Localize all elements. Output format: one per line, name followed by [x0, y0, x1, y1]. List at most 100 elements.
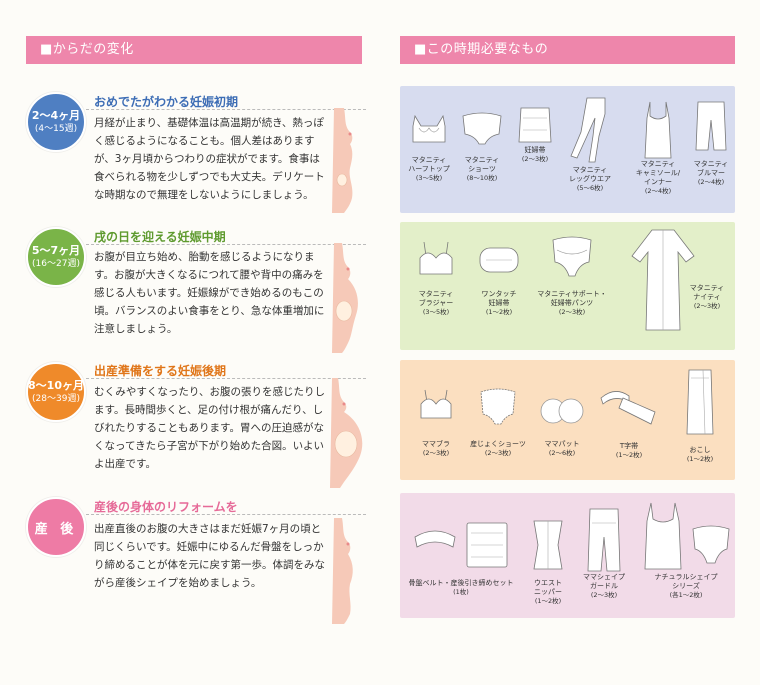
item-postpartum-shorts[interactable]: 産じょくショーツ (2〜3枚): [466, 388, 530, 458]
item-maternity-support-pants[interactable]: マタニティサポート・ 妊婦帯パンツ (2〜3枚): [532, 236, 612, 317]
onetouch-belt-icon: [479, 247, 519, 273]
stage-badge-late: 8〜10ヶ月 (28〜39週): [26, 362, 86, 422]
camisole-icon: [644, 101, 672, 159]
stage-badge-early: 2〜4ヶ月 (4〜15週): [26, 92, 86, 152]
stage-badge-postpartum: 産 後: [26, 497, 86, 557]
divider: [86, 244, 366, 245]
breast-pad-icon: [540, 398, 584, 424]
item-count: (2〜6枚): [548, 449, 576, 457]
item-count: (2〜3枚): [558, 308, 586, 316]
pregnant-body-icon: [330, 378, 363, 488]
bloomer-icon: [695, 101, 727, 151]
divider: [86, 378, 366, 379]
item-mama-shape-girdle[interactable]: ママシェイプ ガードル (2〜3枚): [576, 507, 632, 600]
item-count: (3〜5枚): [422, 308, 450, 316]
belly-belt-icon: [518, 107, 552, 143]
item-count: (5〜6枚): [576, 184, 604, 192]
item-onetouch-belt[interactable]: ワンタッチ 妊婦帯 (1〜2枚): [472, 242, 526, 317]
bra-icon: [419, 241, 453, 275]
item-label: マタニティ レッグウエア: [569, 166, 611, 183]
pelvic-belt-icon: [414, 522, 508, 568]
item-waist-nipper[interactable]: ウエスト ニッパー (1〜2枚): [524, 517, 572, 606]
item-okoshi[interactable]: おこし (1〜2枚): [672, 368, 728, 464]
items-panel-mid: マタニティ ブラジャー (3〜5枚) ワンタッチ 妊婦帯 (1〜2枚) マタニテ…: [400, 222, 735, 350]
stage-desc-postpartum: 出産直後のお腹の大きさはまだ妊娠7ヶ月の頃と同じくらいです。妊娠中にゆるんだ骨盤…: [94, 523, 325, 589]
stage-week: (4〜15週): [34, 124, 78, 134]
stage-month: 2〜4ヶ月: [31, 109, 81, 122]
item-pelvic-belt-set[interactable]: 骨盤ベルト・産後引き締めセット (1枚): [406, 517, 516, 597]
item-label: ウエスト ニッパー: [534, 579, 562, 596]
item-count: (1〜2枚): [534, 597, 562, 605]
item-maternity-shorts[interactable]: マタニティ ショーツ (8〜10枚): [456, 112, 508, 183]
item-label: マタニティ キャミソール/ インナー: [635, 160, 681, 186]
item-mama-pad[interactable]: ママパット (2〜6枚): [534, 396, 590, 458]
item-label: おこし: [689, 446, 711, 454]
item-maternity-legwear[interactable]: マタニティ レッグウエア (5〜6枚): [558, 96, 622, 193]
t-bandage-icon: [600, 391, 656, 425]
item-count: (各1〜2枚): [669, 591, 703, 599]
pregnant-body-icon: [332, 243, 358, 353]
item-label: ママブラ: [422, 440, 450, 448]
item-count: (3〜5枚): [415, 174, 443, 182]
item-label: ワンタッチ 妊婦帯: [481, 290, 517, 307]
item-maternity-nighty[interactable]: [622, 226, 732, 336]
pregnant-body-icon: [332, 108, 353, 213]
mama-bra-icon: [420, 389, 452, 419]
stage-month: 8〜10ヶ月: [28, 379, 84, 392]
item-count: (2〜3枚): [484, 449, 512, 457]
postpartum-body-icon: [332, 518, 353, 624]
item-label: 骨盤ベルト・産後引き締めセット: [408, 579, 514, 587]
divider: [86, 109, 366, 110]
item-count: (8〜10枚): [466, 174, 498, 182]
nighty-icon: [631, 229, 695, 331]
halftop-icon: [412, 114, 446, 143]
legwear-icon: [570, 97, 606, 163]
item-maternity-bra[interactable]: マタニティ ブラジャー (3〜5枚): [408, 240, 464, 317]
item-count: (2〜3枚): [521, 155, 549, 163]
item-count: (1〜2枚): [615, 451, 643, 459]
item-label: ママシェイプ ガードル: [583, 573, 625, 590]
waist-nipper-icon: [533, 520, 563, 570]
item-label: T字帯: [619, 442, 639, 450]
item-count: (2〜3枚): [422, 449, 450, 457]
stage-desc-late: むくみやすくなったり、お腹の張りを感じたりします。長時間歩くと、足の付け根が痛ん…: [94, 386, 325, 470]
okoshi-wrap-icon: [686, 369, 714, 435]
stage-week: (28〜39週): [32, 394, 80, 404]
natural-shape-series-icon: [644, 502, 730, 570]
item-maternity-halftop[interactable]: マタニティ ハーフトップ (3〜5枚): [404, 112, 454, 183]
stage-title-mid: 戌の日を迎える妊娠中期: [94, 230, 226, 244]
item-maternity-camisole[interactable]: マタニティ キャミソール/ インナー (2〜4枚): [626, 100, 690, 196]
stage-title-early: おめでたがわかる妊娠初期: [94, 95, 239, 109]
item-label: マタニティ ブラジャー: [418, 290, 454, 307]
item-label: マタニティ ブルマー: [693, 160, 729, 177]
item-count: (2〜4枚): [644, 187, 672, 195]
section-header-body-changes: ■からだの変化: [26, 36, 362, 64]
item-maternity-bloomer[interactable]: マタニティ ブルマー (2〜4枚): [688, 100, 734, 187]
stage-badge-mid: 5〜7ヶ月 (16〜27週): [26, 227, 86, 287]
item-natural-shape-series[interactable]: ナチュラルシェイプ シリーズ (各1〜2枚): [640, 501, 732, 600]
item-label: マタニティ ショーツ: [464, 156, 500, 173]
items-panel-late: ママブラ (2〜3枚) 産じょくショーツ (2〜3枚) ママパット (2〜6枚)…: [400, 360, 735, 480]
girdle-icon: [587, 508, 621, 572]
stage-month: 産 後: [34, 521, 78, 537]
items-panel-early: マタニティ ハーフトップ (3〜5枚) マタニティ ショーツ (8〜10枚) 妊…: [400, 86, 735, 213]
stage-title-postpartum: 産後の身体のリフォームを: [94, 500, 238, 514]
support-pants-icon: [552, 236, 592, 277]
item-label: マタニティ ナイティ: [689, 284, 725, 301]
item-label: マタニティ ハーフトップ: [408, 156, 450, 173]
item-label: ナチュラルシェイプ シリーズ: [654, 573, 718, 590]
item-label: 産じょくショーツ: [470, 440, 526, 448]
item-count: (2〜3枚): [693, 302, 721, 310]
stage-desc-early: 月経が止まり、基礎体温は高温期が続き、熱っぽく感じるようになることも。個人差はあ…: [94, 117, 325, 201]
item-mama-bra[interactable]: ママブラ (2〜3枚): [410, 388, 462, 458]
section-header-needed-items: ■この時期必要なもの: [400, 36, 735, 64]
items-panel-postpartum: 骨盤ベルト・産後引き締めセット (1枚) ウエスト ニッパー (1〜2枚) ママ…: [400, 493, 735, 618]
stage-week: (16〜27週): [32, 259, 80, 269]
item-count: (1〜2枚): [485, 308, 513, 316]
item-maternity-nighty-label: マタニティ ナイティ (2〜3枚): [680, 284, 734, 311]
item-count: (2〜4枚): [697, 178, 725, 186]
item-maternity-belt[interactable]: 妊婦帯 (2〜3枚): [512, 106, 558, 164]
stage-title-late: 出産準備をする妊娠後期: [94, 364, 227, 378]
item-t-bandage[interactable]: T字帯 (1〜2枚): [596, 386, 662, 460]
divider: [86, 514, 366, 515]
